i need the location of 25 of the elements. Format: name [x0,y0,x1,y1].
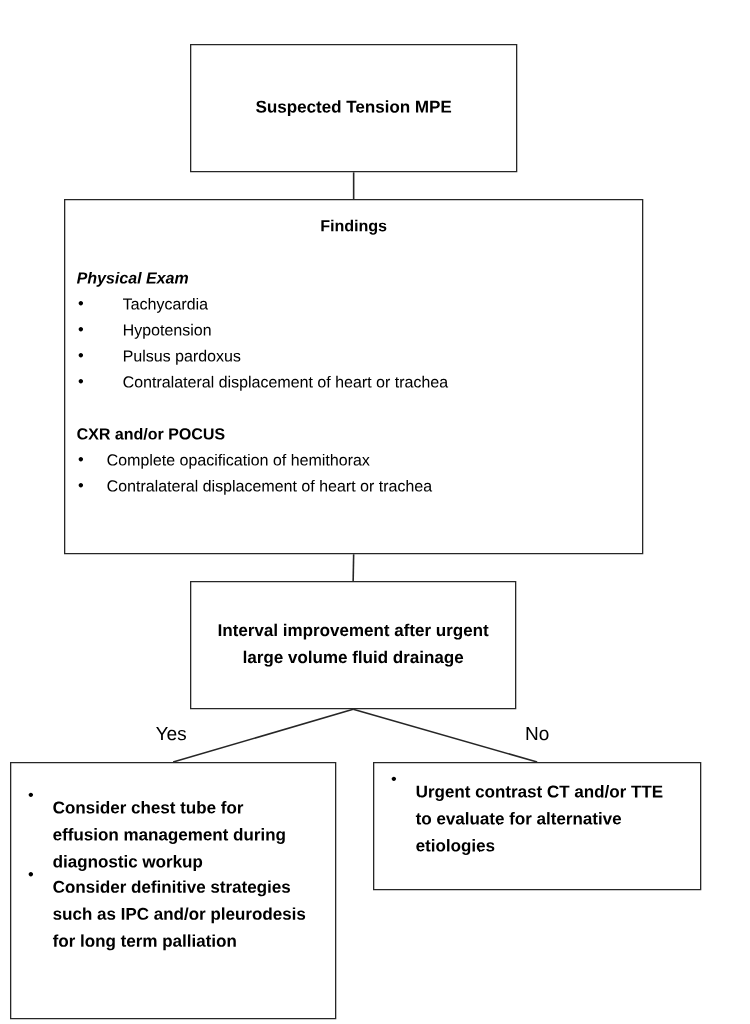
connector-line [172,708,354,763]
bullet-item: Consider chest tube for effusion management during diagnostic workup [53,801,285,871]
subheading: CXR and/or POCUS [77,427,225,440]
box-text: Interval improvement after urgent large volume fluid drainage [218,623,489,667]
outcome-box [10,762,337,1020]
bullet-item: Pulsus pardoxus [123,349,241,365]
edge-label: No [526,727,549,741]
start-box [190,44,518,173]
outcome-box [373,762,702,891]
connector-line [352,171,355,200]
bullet-item: Urgent contrast CT and/or TTE to evaluate for alternative etiologies [415,785,663,855]
heading: Findings [321,219,387,235]
bullet-item: Complete opacification of hemithorax [107,453,370,469]
findings-box [64,199,644,555]
bullet-item: Contralateral displacement of heart or trachea [107,479,433,495]
bullet-item: Contralateral displacement of heart or trachea [123,375,449,391]
box-text: Suspected Tension MPE [256,100,452,117]
edge-label: Yes [156,727,186,741]
decision-box [190,581,517,710]
bullet-item: Consider definitive strategies such as IPC and/or pleurodesis for long term palliation [52,880,306,951]
connector-line [352,708,538,763]
bullet-item: Hypotension [123,323,211,339]
bullet-item: Tachycardia [123,297,208,313]
connector-line [352,553,355,582]
subheading: Physical Exam [76,271,189,287]
